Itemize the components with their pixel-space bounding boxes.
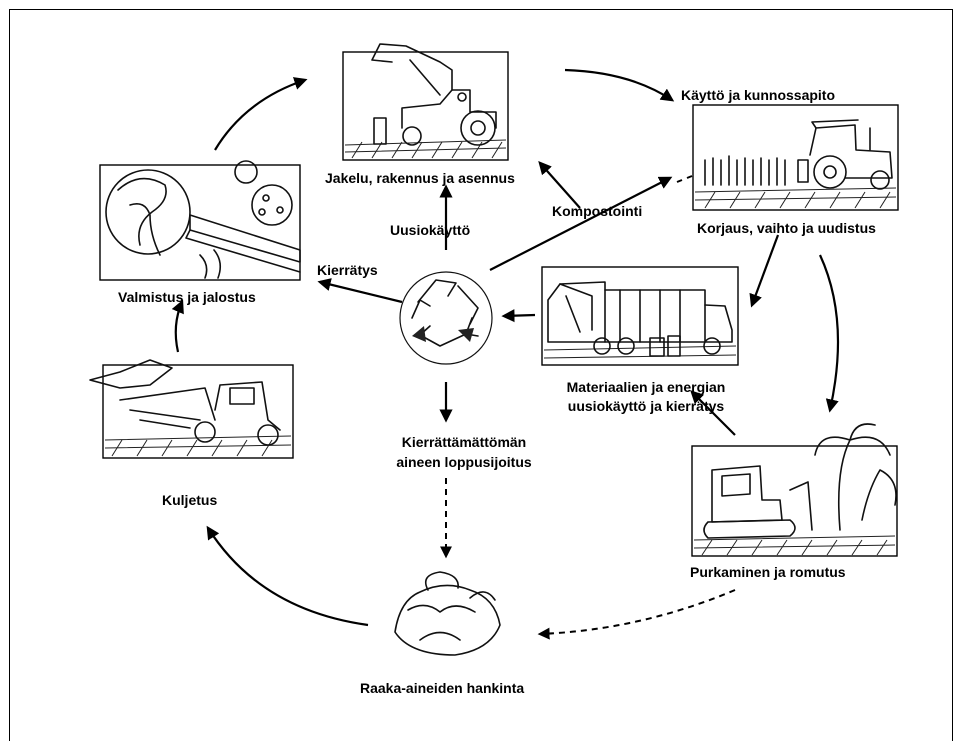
recycle-icon: [399, 271, 493, 365]
label-raw-materials: Raaka-aineiden hankinta: [360, 680, 524, 696]
diagram-frame: [9, 9, 953, 741]
factory-pour-illustration: [99, 160, 301, 281]
label-final-disposal-line1: Kierrättämättömän: [402, 434, 526, 450]
label-transport: Kuljetus: [162, 492, 217, 508]
label-reuse: Uusiokäyttö: [390, 222, 470, 238]
label-material-recovery-line1: Materiaalien ja energian: [567, 379, 726, 395]
label-repair: Korjaus, vaihto ja uudistus: [697, 220, 876, 236]
label-use: Käyttö ja kunnossapito: [681, 87, 835, 103]
arrow-demolition-to-raw: [537, 589, 736, 640]
arrow-repair-to-recovery: [749, 234, 780, 308]
label-final-disposal-line2: aineen loppusijoitus: [396, 454, 532, 470]
arrow-repair-to-demolition: [819, 254, 840, 413]
arrow-to-recycle-center: [501, 309, 536, 323]
label-material-recovery-line2: uusiokäyttö ja kierrätys: [568, 398, 725, 414]
rock-pile-illustration: [394, 571, 501, 656]
label-demolition: Purkaminen ja romutus: [690, 564, 846, 580]
label-distribution: Jakelu, rakennus ja asennus: [325, 170, 515, 186]
farm-tractor-illustration: [692, 104, 899, 211]
arrow-distribution-to-use: [564, 68, 675, 102]
bulldozer-illustration: [691, 423, 898, 557]
arrow-manufacturing-to-distribution: [214, 77, 308, 151]
harvester-illustration: [89, 359, 294, 459]
label-manufacturing: Valmistus ja jalostus: [118, 289, 256, 305]
arrow-transport-to-manufacturing: [171, 299, 184, 353]
arrow-composting-up: [538, 161, 581, 209]
label-composting: Kompostointi: [552, 203, 642, 219]
arrow-recycling: [317, 278, 403, 304]
loader-tractor-illustration: [342, 43, 509, 161]
garbage-truck-illustration: [541, 266, 739, 366]
arrow-recovery-loop: [690, 390, 736, 436]
arrow-raw-to-transport: [206, 525, 369, 627]
label-recycling: Kierrätys: [317, 262, 378, 278]
arrow-composting: [489, 176, 673, 271]
